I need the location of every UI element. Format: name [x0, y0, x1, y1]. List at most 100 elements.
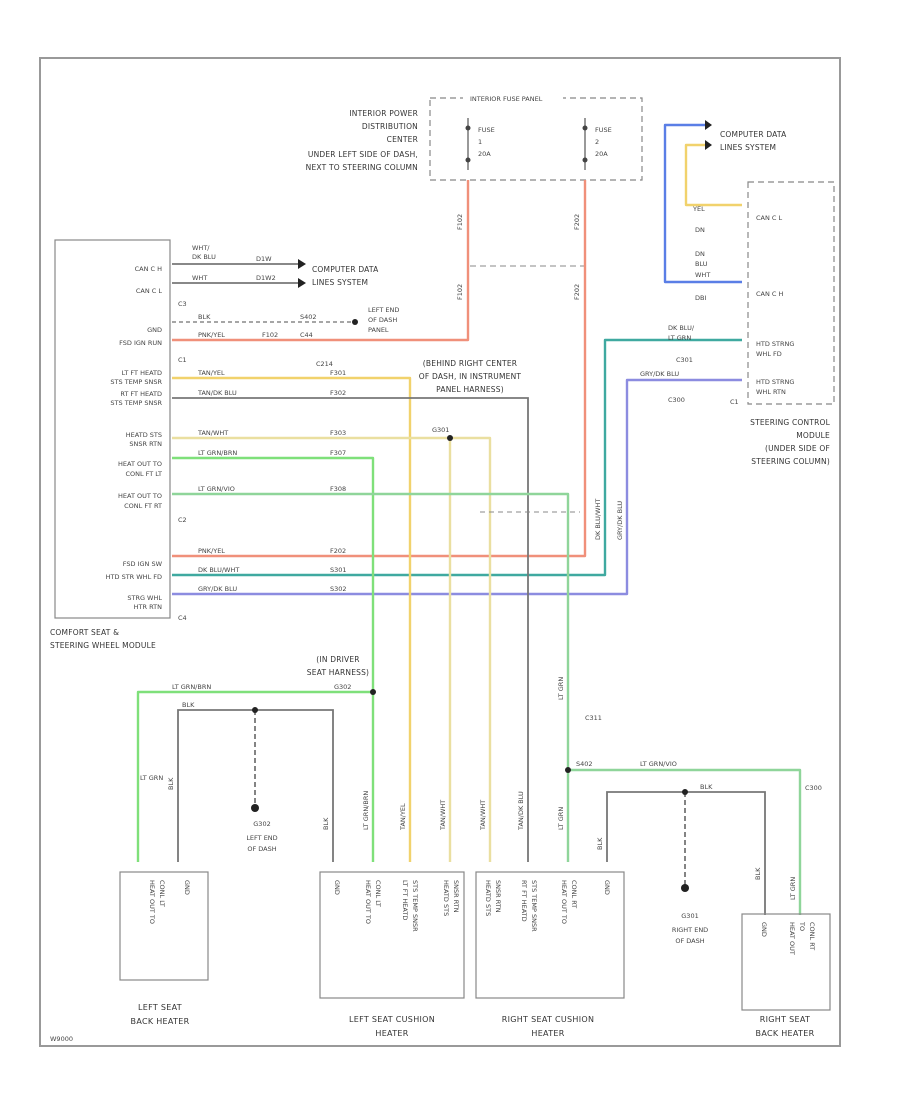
steering-connector: C1 — [730, 398, 739, 406]
right-seat-cushion-heater: HEATD STS SNSR RTN RT FT HEATD STS TEMP … — [475, 871, 625, 1038]
tan-wire-snsr-rtn — [172, 436, 492, 862]
module-gnd-blk: BLK — [198, 313, 211, 321]
right-back-heater-box — [741, 913, 831, 1011]
vlabel-right-gnd: BLK — [596, 837, 604, 850]
cds-top-label-1: COMPUTER DATA — [720, 130, 787, 139]
teal-wire-top-2: LT GRN — [668, 334, 691, 342]
right-cushion-pin-1: HEATD STS — [484, 880, 492, 916]
cds-dbi-label: DBI — [695, 294, 706, 302]
comfort-pin-10: SNSR RTN — [129, 440, 162, 448]
right-ground-splice — [682, 789, 688, 795]
comfort-title-1: COMFORT SEAT & — [50, 628, 119, 637]
fuse-panel-location-2: DISTRIBUTION — [362, 122, 418, 131]
conn-c214: C214 — [316, 360, 333, 368]
right-ground-loc-1: RIGHT END — [672, 926, 708, 934]
can-arrow-1 — [298, 259, 306, 269]
left-cushion-pin-2: HEAT OUT TO — [364, 880, 372, 924]
pink-wire-2-code: F202 — [330, 547, 346, 555]
fuse-panel-box — [429, 97, 643, 181]
left-cushion-pin-1: GND — [333, 880, 341, 895]
module-gnd-dot — [352, 319, 358, 325]
fuse-panel-location-3: CENTER — [387, 135, 418, 144]
can-l-label: WHT — [192, 274, 207, 282]
comfort-pin-4: FSD IGN RUN — [119, 339, 162, 347]
diagram-frame — [39, 57, 841, 1047]
fuse-2-label: FUSE — [595, 126, 612, 134]
tan-wire-label: TAN/WHT — [197, 429, 228, 437]
right-cushion-pin-3: RT FT HEATD — [520, 880, 528, 922]
fuse-panel-header-bg — [463, 92, 563, 104]
can-code-1: D1W — [256, 255, 272, 263]
right-ground-loc-2: OF DASH — [675, 937, 704, 945]
splice-s301 — [565, 767, 571, 773]
teal-wire-code: S301 — [330, 566, 347, 574]
comfort-pin-9: HEATD STS — [126, 431, 162, 439]
module-gnd-cap-1: LEFT END — [368, 306, 399, 314]
lt-green-wire-label: LT GRN/BRN — [198, 449, 237, 457]
left-seat-cushion-heater: GND HEAT OUT TO CONL LT LT FT HEATD STS … — [319, 871, 465, 1038]
right-cushion-pin-5: HEAT OUT TO — [560, 880, 568, 924]
comfort-pin-7: RT FT HEATD — [120, 390, 162, 398]
cds-yel-label: YEL — [692, 205, 705, 213]
fuse-1-label: FUSE — [478, 126, 495, 134]
left-back-caption-2: BACK HEATER — [131, 1017, 190, 1026]
cds-mid-label-1: COMPUTER DATA — [312, 265, 379, 274]
left-cushion-pin-7: SNSR RTN — [452, 880, 460, 913]
figure-id: W9000 — [50, 1035, 73, 1043]
pink-wire-code: F102 — [262, 331, 278, 339]
right-ground-code: G301 — [681, 912, 698, 920]
pink-wire-ign-run — [172, 180, 470, 342]
left-cushion-caption-2: HEATER — [375, 1029, 408, 1038]
comfort-conn-c1: C1 — [178, 356, 187, 364]
right-ground-blk: BLK — [700, 783, 713, 791]
left-ground-loc-1: LEFT END — [246, 834, 277, 842]
vlabel-violet: GRY/DK BLU — [616, 501, 624, 540]
cds-yellow-wire — [684, 143, 742, 207]
steering-pin-fd: WHL FD — [756, 350, 782, 358]
harness-note-1: (BEHIND RIGHT CENTER — [423, 359, 517, 368]
can-bus-wires: WHT/ DK BLU WHT D1W D1W2 COMPUTER DATA L… — [172, 244, 379, 288]
steering-title-1: STEERING CONTROL — [750, 418, 830, 427]
right-ground: BLK G301 RIGHT END OF DASH — [606, 783, 766, 945]
comfort-seat-module: CAN C H CAN C L GND FSD IGN RUN LT FT HE… — [50, 239, 187, 650]
yellow-wire-code: F301 — [330, 369, 346, 377]
steering-control-module: CAN C L CAN C H HTD STRNG WHL FD HTD STR… — [730, 181, 835, 466]
fuse-1-rating: 20A — [478, 150, 491, 158]
cds-top-label-2: LINES SYSTEM — [720, 143, 776, 152]
vlabel-pink-4: F202 — [573, 284, 581, 300]
left-back-caption-1: LEFT SEAT — [138, 1003, 182, 1012]
comfort-pin-11: HEAT OUT TO — [118, 460, 162, 468]
gray-wire-label: TAN/DK BLU — [197, 389, 237, 397]
vlabel-right-gnd-2: BLK — [754, 867, 762, 880]
lt-green-back-label: LT GRN/BRN — [172, 683, 211, 691]
teal-wire-top-1: DK BLU/ — [668, 324, 695, 332]
fuse-2-number: 2 — [595, 138, 599, 146]
cds-arrow-1 — [705, 120, 712, 130]
right-cushion-caption-2: HEATER — [531, 1029, 564, 1038]
fuse-panel-header: INTERIOR FUSE PANEL — [470, 95, 543, 103]
vlabel-right-back: LT GRN — [789, 877, 797, 900]
green-wire-label: LT GRN/VIO — [198, 485, 235, 493]
fuse-panel-location-1: INTERIOR POWER — [349, 109, 418, 118]
can-h-label-2: DK BLU — [192, 253, 216, 261]
lt-green-back-code: G302 — [334, 683, 351, 691]
left-back-heater-box — [119, 871, 209, 981]
left-cushion-heater-box — [319, 871, 465, 999]
comfort-pin-6: STS TEMP SNSR — [110, 378, 162, 386]
lt-green-wire-conl-lt — [172, 456, 375, 862]
left-seat-back-heater: HEAT OUT TO CONL LT GND LEFT SEAT BACK H… — [119, 871, 209, 1026]
vlabel-pink-2: F102 — [456, 284, 464, 300]
cds-dn-label: DN — [695, 226, 705, 234]
harness-note-2: OF DASH, IN INSTRUMENT — [419, 372, 522, 381]
fuse-2-bottom-dot — [582, 157, 588, 163]
left-back-pin-2: CONL LT — [158, 880, 166, 907]
can-arrow-2 — [298, 278, 306, 288]
splice-s402 — [447, 435, 453, 441]
vlabel-green-right: LT GRN — [557, 807, 565, 830]
vlabel-gray: TAN/DK BLU — [517, 791, 525, 831]
fuse-panel: INTERIOR FUSE PANEL INTERIOR POWER DISTR… — [306, 92, 643, 267]
cds-arrow-2 — [705, 140, 712, 150]
comfort-pin-5: LT FT HEATD — [122, 369, 162, 377]
cds-wht-label: WHT — [695, 271, 710, 279]
steering-pin-can-c-h: CAN C H — [756, 290, 784, 298]
